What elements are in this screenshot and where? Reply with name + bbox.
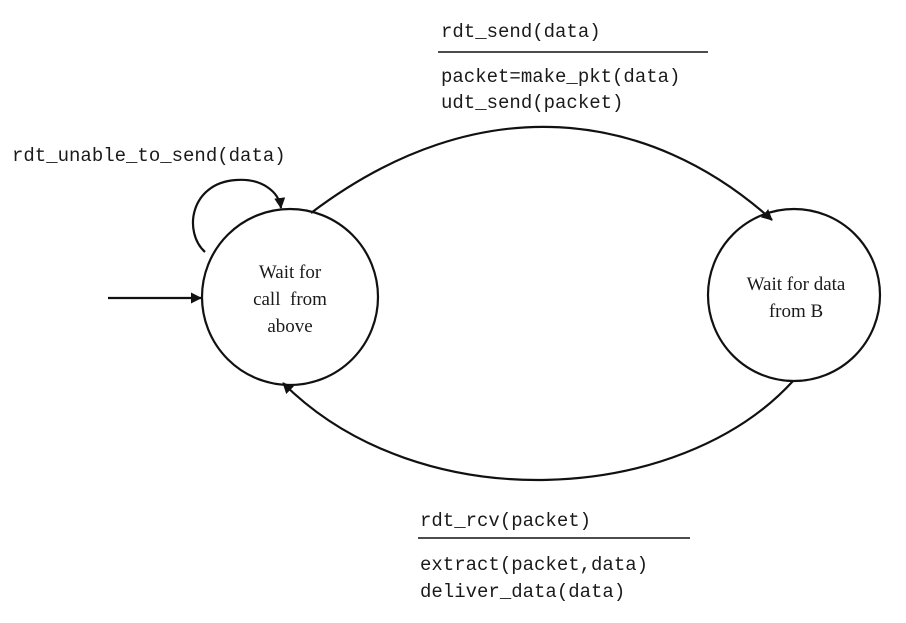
send-event-label: rdt_send(data) (441, 21, 601, 43)
receive-event-label: rdt_rcv(packet) (420, 510, 591, 532)
self-loop-event-label: rdt_unable_to_send(data) (12, 145, 286, 167)
self-loop-arrow (191, 178, 286, 253)
state-left-line-2: call from (253, 289, 327, 310)
send-transition-label: rdt_send(data) packet=make_pkt(data) udt… (438, 21, 708, 114)
receive-transition-arrow (282, 380, 794, 482)
state-wait-for-data: Wait for data from B (706, 207, 882, 383)
state-circle-right (706, 207, 882, 383)
state-right-line-1: Wait for data (747, 274, 846, 295)
receive-transition-label: rdt_rcv(packet) extract(packet,data) del… (418, 510, 690, 603)
state-wait-for-call: Wait for call from above (200, 207, 380, 387)
send-action-2: udt_send(packet) (441, 92, 623, 114)
send-action-1: packet=make_pkt(data) (441, 66, 680, 88)
receive-action-1: extract(packet,data) (420, 554, 648, 576)
state-left-line-3: above (267, 316, 312, 337)
send-transition-arrow (310, 125, 773, 221)
state-right-line-2: from B (769, 301, 823, 322)
receive-action-2: deliver_data(data) (420, 581, 625, 603)
state-left-line-1: Wait for (259, 262, 322, 283)
